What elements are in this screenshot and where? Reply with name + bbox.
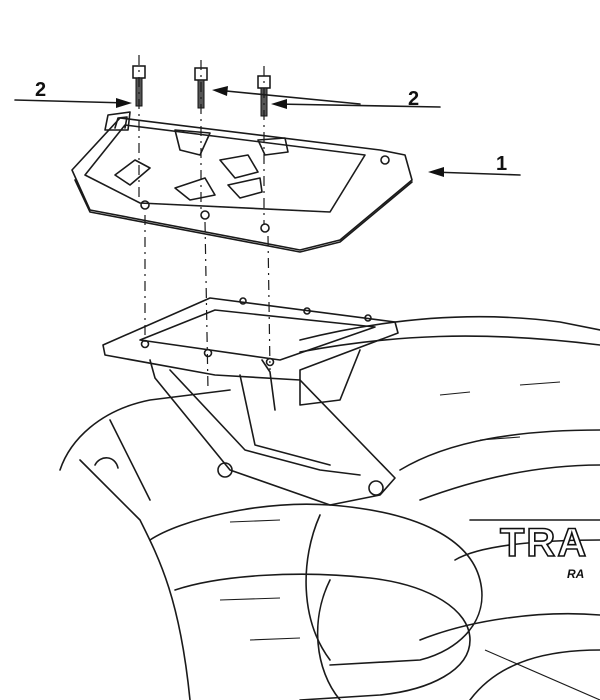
vehicle-lettering-sub: RA xyxy=(567,567,584,581)
vehicle-lettering-main: TRA xyxy=(500,521,588,565)
callout-2-left: 2 xyxy=(35,79,46,101)
motorcycle-outline xyxy=(59,316,600,700)
callout-1-plate: 1 xyxy=(496,153,507,175)
alignment-lines xyxy=(138,55,271,391)
rack-frame xyxy=(102,297,399,506)
top-plate xyxy=(71,111,413,253)
callout-arrows xyxy=(14,86,521,177)
callout-2-right: 2 xyxy=(408,88,419,110)
